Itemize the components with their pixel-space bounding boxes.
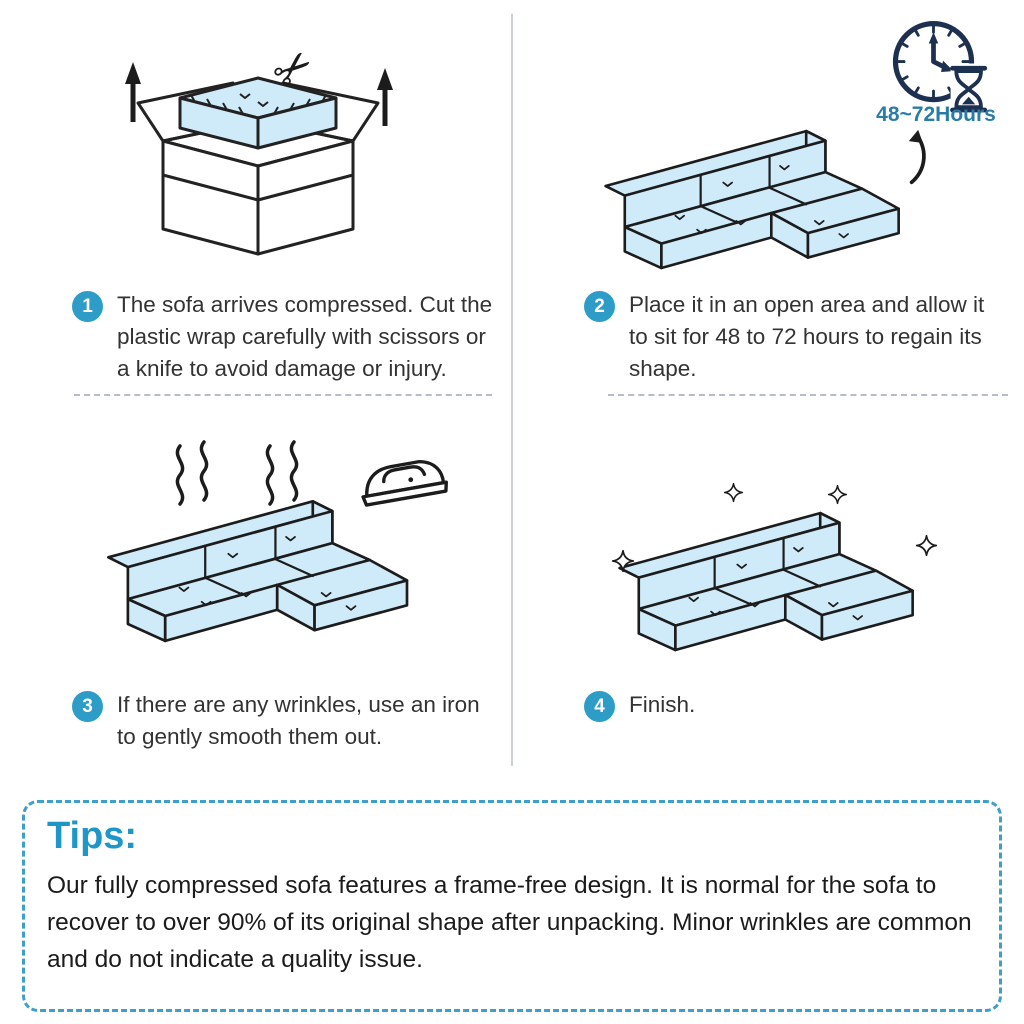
box-body: [161, 139, 355, 256]
step-3-caption: 3 If there are any wrinkles, use an iron…: [72, 689, 504, 753]
sparkle-icon: [915, 534, 938, 557]
up-arrow-right-icon: [377, 68, 393, 126]
steam-icon: [175, 440, 299, 506]
up-arrow-left-icon: [125, 62, 141, 122]
sparkle-icon: [723, 482, 744, 503]
step-text: Finish.: [629, 692, 696, 717]
duration-label: 48~72Hours: [876, 103, 996, 126]
step-1-caption: 1 The sofa arrives compressed. Cut the p…: [72, 289, 504, 386]
hourglass-icon: [950, 63, 993, 113]
sofa-illustration-step4: [618, 511, 914, 652]
step-number-badge: 3: [72, 691, 103, 722]
dashed-separator-left: [74, 394, 492, 396]
sparkle-icon: [611, 549, 635, 573]
iron-icon: [361, 459, 448, 507]
curved-arrow-icon: [908, 129, 926, 185]
step-text: Place it in an open area and allow it to…: [629, 292, 985, 382]
tips-body: Our fully compressed sofa features a fra…: [47, 872, 972, 973]
step-2-caption: 2 Place it in an open area and allow it …: [584, 289, 1014, 386]
step-text: If there are any wrinkles, use an iron t…: [117, 692, 480, 750]
tips-title: Tips:: [47, 815, 138, 857]
sofa-illustration-step3: [107, 500, 409, 643]
dashed-separator-right: [608, 394, 1008, 396]
column-divider: [511, 14, 513, 766]
sofa-illustration-step2: [604, 129, 900, 270]
step-number-badge: 4: [584, 691, 615, 722]
open-box-illustration: ✂: [125, 36, 393, 256]
clock-icon: [892, 20, 993, 113]
tips-box: Tips: Our fully compressed sofa features…: [22, 800, 1002, 1012]
sparkle-icon: [827, 484, 848, 505]
compressed-sofa-block: [178, 76, 338, 150]
step-4-caption: 4 Finish.: [584, 689, 1014, 722]
step-text: The sofa arrives compressed. Cut the pla…: [117, 292, 493, 382]
step-number-badge: 1: [72, 291, 103, 322]
step-number-badge: 2: [584, 291, 615, 322]
